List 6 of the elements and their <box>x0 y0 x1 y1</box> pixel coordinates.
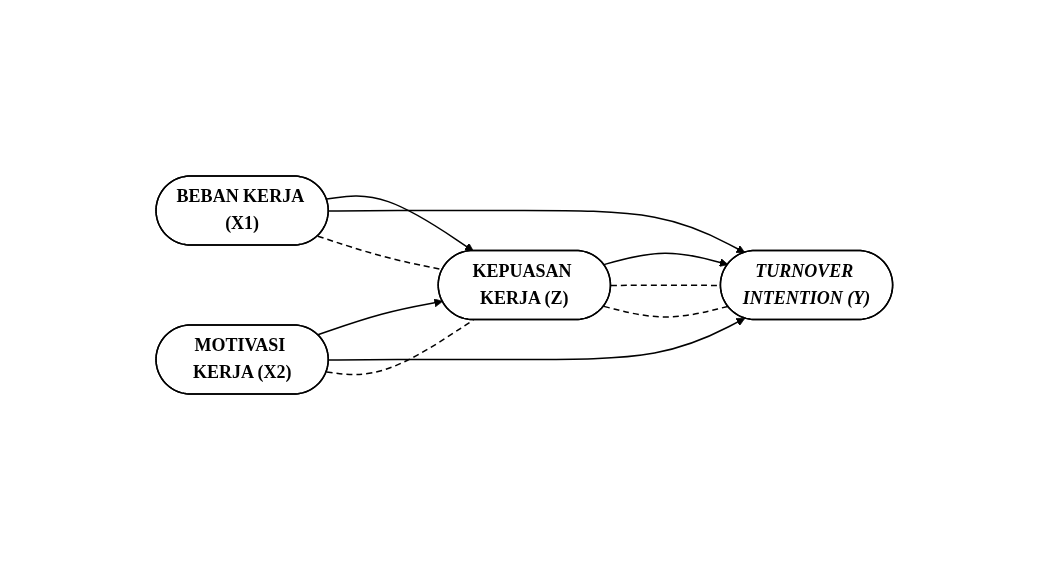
arrow <box>326 195 474 252</box>
arrow <box>328 209 746 254</box>
connector <box>603 305 729 318</box>
arrow <box>603 252 729 267</box>
arrow <box>317 298 444 336</box>
arrow <box>328 317 746 361</box>
